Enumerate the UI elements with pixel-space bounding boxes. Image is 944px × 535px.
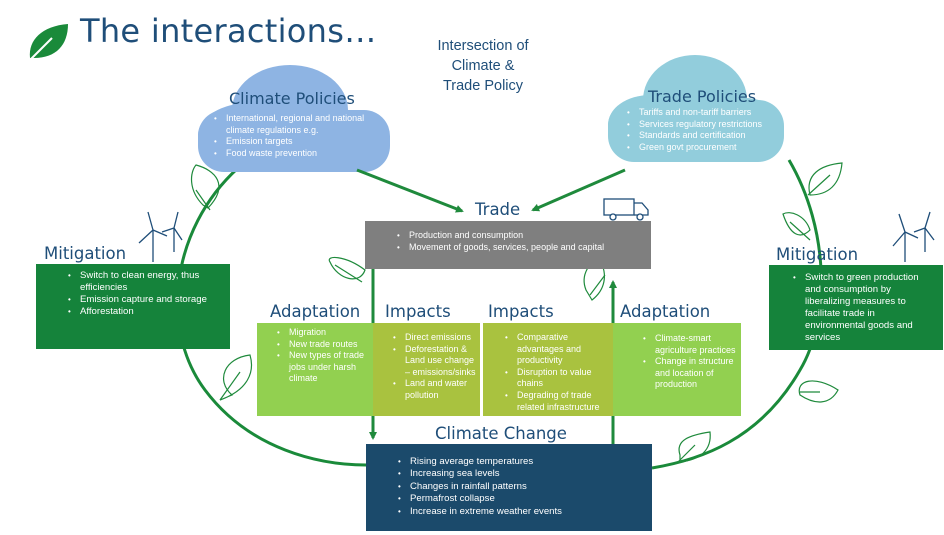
truck-icon xyxy=(603,198,649,221)
impacts-right-box: Comparative advantages and productivity … xyxy=(483,323,613,416)
climate-policies-list: International, regional and national cli… xyxy=(212,113,392,159)
list-item: International, regional and national cli… xyxy=(214,113,392,136)
impacts-right-title: Impacts xyxy=(488,302,554,321)
trade-policies-title: Trade Policies xyxy=(648,87,757,106)
adaptation-left-title: Adaptation xyxy=(270,302,361,321)
list-item: Direct emissions xyxy=(393,332,477,344)
list-item: Movement of goods, services, people and … xyxy=(397,242,641,254)
vine-left xyxy=(176,166,367,467)
list-item: Change in structure and location of prod… xyxy=(643,356,738,391)
mitigation-left-box: Switch to clean energy, thus efficiencie… xyxy=(36,264,230,349)
vine-right xyxy=(651,159,823,470)
list-item: Deforestation & Land use change – emissi… xyxy=(393,344,477,379)
leaf-icon xyxy=(27,24,68,63)
list-item: Rising average temperatures xyxy=(398,456,644,469)
list-item: Services regulatory restrictions xyxy=(627,119,785,131)
trade-title: Trade xyxy=(475,200,521,219)
arrow-trade-policy-to-trade xyxy=(531,168,626,212)
adaptation-left-box: Migration New trade routes New types of … xyxy=(257,323,373,416)
mitigation-right-title: Mitigation xyxy=(776,245,859,264)
list-item: Food waste prevention xyxy=(214,148,392,160)
list-item: Comparative advantages and productivity xyxy=(505,332,610,367)
list-item: Disruption to value chains xyxy=(505,367,610,390)
trade-policies-list: Tariffs and non-tariff barriers Services… xyxy=(625,107,785,153)
list-item: Migration xyxy=(277,327,369,339)
list-item: Emission targets xyxy=(214,136,392,148)
list-item: Permafrost collapse xyxy=(398,493,644,506)
climate-change-title: Climate Change xyxy=(435,424,567,443)
wind-turbine-icon xyxy=(892,211,935,262)
adaptation-right-title: Adaptation xyxy=(620,302,711,321)
impacts-left-title: Impacts xyxy=(385,302,451,321)
impacts-left-box: Direct emissions Deforestation & Land us… xyxy=(373,323,480,416)
trade-box: Production and consumption Movement of g… xyxy=(365,221,651,269)
adaptation-right-box: Climate-smart agriculture practices Chan… xyxy=(613,323,741,416)
list-item: Green govt procurement xyxy=(627,142,785,154)
list-item: New types of trade jobs under harsh clim… xyxy=(277,350,369,385)
list-item: Increase in extreme weather events xyxy=(398,506,644,519)
arrow-climate-to-trade xyxy=(356,168,464,213)
list-item: Degrading of trade related infrastructur… xyxy=(505,390,610,413)
mitigation-right-box: Switch to green production and consumpti… xyxy=(769,265,943,350)
diagram-subtitle: Intersection of Climate & Trade Policy xyxy=(418,36,548,96)
list-item: Emission capture and storage xyxy=(68,294,222,306)
wind-turbine-icon xyxy=(138,211,183,262)
subtitle-line: Intersection of xyxy=(437,38,529,54)
list-item: Standards and certification xyxy=(627,130,785,142)
subtitle-line: Trade Policy xyxy=(442,78,524,94)
list-item: Changes in rainfall patterns xyxy=(398,481,644,494)
list-item: Switch to clean energy, thus efficiencie… xyxy=(68,270,222,294)
subtitle-line: Climate & xyxy=(451,58,515,74)
climate-change-box: Rising average temperatures Increasing s… xyxy=(366,444,652,531)
list-item: Production and consumption xyxy=(397,230,641,242)
list-item: Climate-smart agriculture practices xyxy=(643,333,738,356)
page-title: The interactions… xyxy=(80,12,377,50)
list-item: New trade routes xyxy=(277,339,369,351)
list-item: Land and water pollution xyxy=(393,378,477,401)
list-item: Afforestation xyxy=(68,306,222,318)
list-item: Tariffs and non-tariff barriers xyxy=(627,107,785,119)
list-item: Switch to green production and consumpti… xyxy=(793,272,937,344)
list-item: Increasing sea levels xyxy=(398,468,644,481)
mitigation-left-title: Mitigation xyxy=(44,244,127,263)
leaf-outline-icon xyxy=(191,162,843,463)
climate-policies-title: Climate Policies xyxy=(229,89,355,108)
